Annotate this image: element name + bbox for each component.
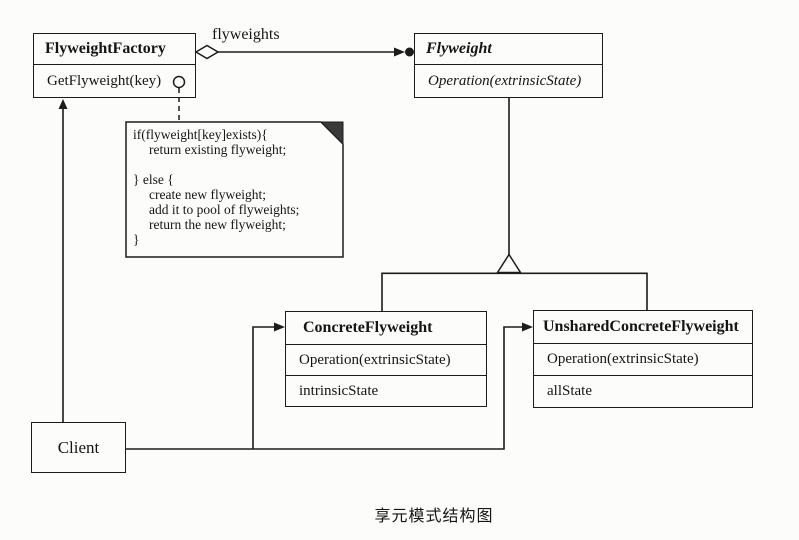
aggregation-diamond-icon: [194, 44, 220, 60]
class-box-concrete-flyweight: ConcreteFlyweight Operation(extrinsicSta…: [285, 311, 487, 407]
note-line: return the new flyweight;: [149, 217, 286, 232]
class-name-concrete-flyweight: ConcreteFlyweight: [303, 319, 433, 336]
note-line: return existing flyweight;: [149, 142, 287, 157]
note-pseudocode: if(flyweight[key]exists){ return existin…: [133, 127, 338, 247]
class-name-unshared-concrete-flyweight: UnsharedConcreteFlyweight: [543, 318, 739, 335]
diagram-caption: 享元模式结构图: [374, 506, 494, 525]
class-name-flyweight-factory: FlyweightFactory: [45, 40, 166, 57]
method-operation-unshared: Operation(extrinsicState): [534, 343, 752, 375]
association-line: [252, 326, 277, 449]
method-getflyweight: GetFlyweight(key): [34, 64, 195, 97]
class-box-flyweight: Flyweight Operation(extrinsicState): [414, 33, 603, 98]
note-line: add it to pool of flyweights;: [149, 202, 300, 217]
class-box-flyweight-factory: FlyweightFactory GetFlyweight(key): [33, 33, 196, 98]
multiplicity-dot-icon: [405, 47, 414, 57]
arrowhead-icon: [522, 322, 533, 332]
class-box-unshared-concrete-flyweight: UnsharedConcreteFlyweight Operation(extr…: [533, 310, 753, 408]
note-line: [133, 157, 338, 172]
attribute-intrinsic-state: intrinsicState: [286, 375, 486, 406]
aggregation-label-flyweights: flyweights: [212, 26, 280, 43]
arrowhead-icon: [274, 322, 285, 332]
arrowhead-icon: [394, 47, 405, 57]
note-line: create new flyweight;: [149, 187, 266, 202]
inheritance-flyweight-subclasses: [381, 98, 648, 311]
aggregation-factory-to-flyweight: [194, 44, 414, 60]
note-line: } else {: [133, 172, 174, 187]
class-name-client: Client: [57, 437, 100, 457]
inheritance-branch-line: [381, 272, 648, 311]
class-box-client: Client: [31, 422, 126, 473]
arrowhead-icon: [58, 99, 68, 109]
class-name-flyweight: Flyweight: [426, 40, 492, 57]
method-operation-flyweight: Operation(extrinsicState): [415, 64, 602, 97]
note-line: if(flyweight[key]exists){: [133, 127, 268, 142]
note-line: }: [133, 232, 140, 247]
association-client-to-factory: [58, 99, 68, 422]
attribute-all-state: allState: [534, 375, 752, 407]
inheritance-triangle-icon: [496, 253, 522, 274]
method-operation-concrete: Operation(extrinsicState): [286, 344, 486, 375]
